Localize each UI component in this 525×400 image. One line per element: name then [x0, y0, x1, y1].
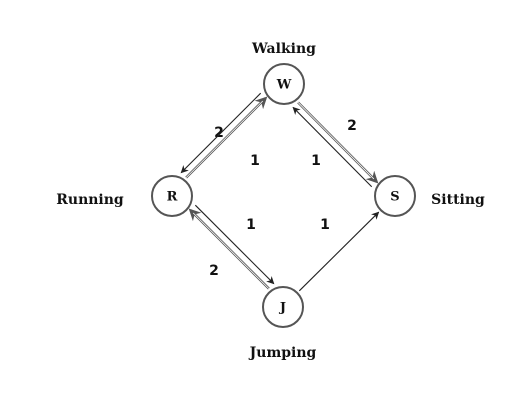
edge-weight-label: 2 — [347, 118, 357, 134]
node-circle — [151, 175, 193, 217]
edge-line — [298, 211, 380, 292]
edge-line-inner — [192, 212, 270, 289]
edge-r-to-w: 2 — [185, 96, 268, 179]
edges-layer: 2 2 2 1 1 1 1 — [180, 92, 380, 292]
edge-j-to-r: 2 — [188, 208, 270, 290]
node-name-label: Sitting — [431, 192, 485, 208]
node-walking: W Walking — [251, 41, 316, 105]
node-sitting: S Sitting — [374, 175, 485, 217]
node-circle — [374, 175, 416, 217]
edge-weight-label: 1 — [250, 153, 260, 169]
edge-weight-label: 1 — [246, 217, 256, 233]
node-letter: W — [276, 78, 292, 93]
edge-line-inner — [297, 102, 375, 180]
node-letter: J — [279, 301, 286, 316]
edge-line — [292, 106, 373, 188]
node-circle — [263, 63, 305, 105]
edge-s-to-w: 1 — [292, 106, 373, 188]
edge-weight-label: 1 — [311, 153, 321, 169]
edge-weight-label: 2 — [214, 125, 224, 141]
edge-line-inner — [185, 100, 264, 178]
node-name-label: Jumping — [248, 345, 317, 361]
node-circle — [262, 286, 304, 328]
edge-line — [180, 92, 262, 174]
edge-weight-label: 2 — [209, 263, 219, 279]
edge-w-to-s: 2 — [297, 101, 379, 184]
node-running: R Running — [56, 175, 193, 217]
edge-weight-label: 1 — [320, 217, 330, 233]
node-name-label: Walking — [251, 41, 316, 57]
edge-j-to-s: 1 — [298, 211, 380, 292]
edge-w-to-r: 1 — [180, 92, 262, 174]
node-jumping: J Jumping — [248, 286, 317, 361]
node-name-label: Running — [56, 192, 124, 208]
node-letter: S — [390, 190, 399, 205]
edge-line — [194, 204, 275, 285]
node-letter: R — [167, 190, 178, 205]
edge-r-to-j: 1 — [194, 204, 275, 285]
